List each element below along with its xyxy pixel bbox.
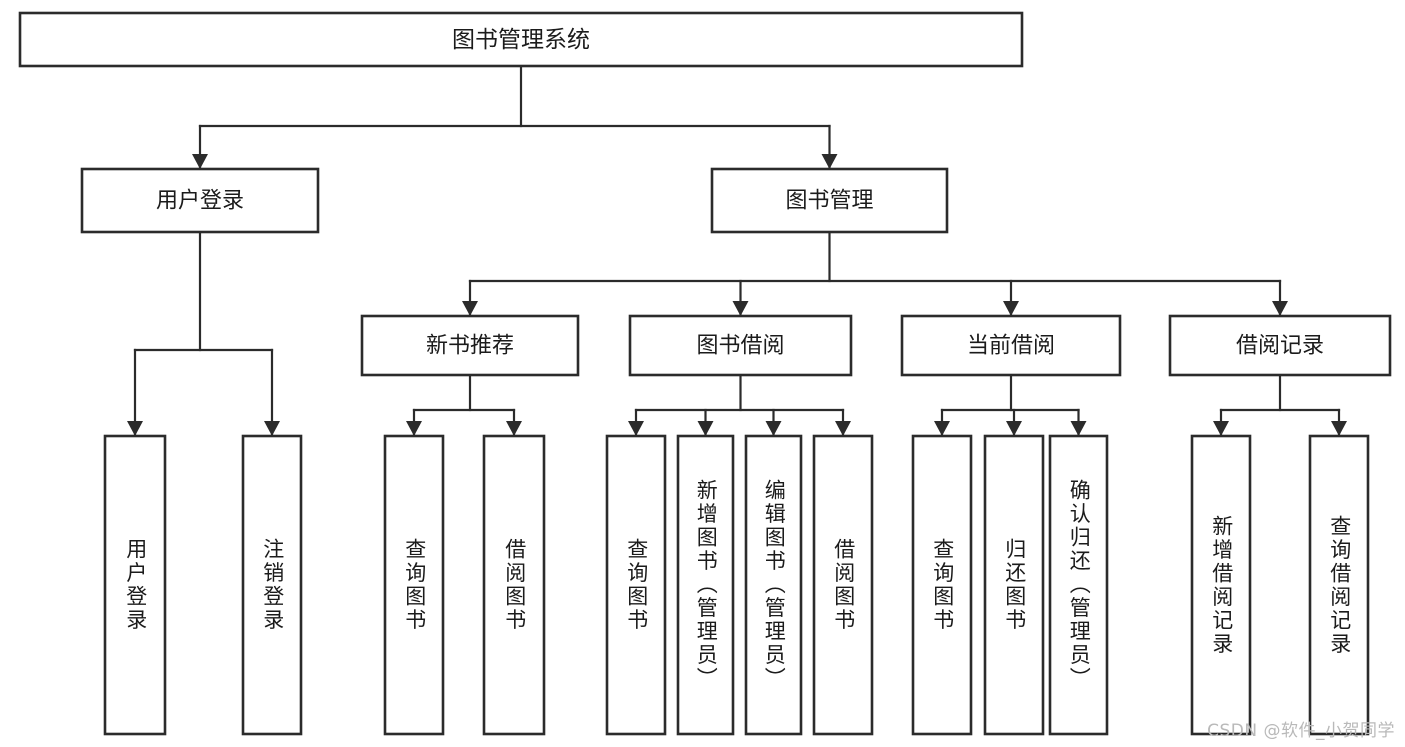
arrow-head <box>628 421 644 436</box>
node-leaf-query-book-bor[interactable] <box>605 434 667 736</box>
node-box-leaf-add-record[interactable] <box>1190 434 1252 736</box>
arrow-head <box>506 421 522 436</box>
node-current-borrow[interactable]: 当前借阅 <box>900 314 1122 377</box>
node-box-user-login[interactable] <box>80 167 320 234</box>
node-box-leaf-query-book-cur[interactable] <box>911 434 973 736</box>
node-leaf-borrow-book-rec[interactable] <box>482 434 546 736</box>
node-box-leaf-return-book[interactable] <box>983 434 1045 736</box>
node-book-manage[interactable]: 图书管理 <box>710 167 949 234</box>
node-leaf-query-record[interactable] <box>1308 434 1370 736</box>
watermark-text: CSDN @软件_小贺同学 <box>1207 721 1395 741</box>
edges-layer <box>127 64 1347 438</box>
node-root[interactable]: 图书管理系统 <box>18 11 1024 68</box>
node-label-new-book-rec: 新书推荐 <box>426 334 514 359</box>
arrow-head <box>821 154 838 169</box>
node-label-user-login: 用户登录 <box>156 189 244 214</box>
node-box-leaf-borrow-book-rec[interactable] <box>482 434 546 736</box>
arrow-head <box>1006 421 1022 436</box>
arrow-head <box>1003 301 1019 316</box>
node-label-current-borrow: 当前借阅 <box>967 334 1055 359</box>
node-book-borrow[interactable]: 图书借阅 <box>628 314 853 377</box>
node-box-leaf-confirm-return[interactable] <box>1048 434 1109 736</box>
node-box-leaf-query-book-rec[interactable] <box>383 434 445 736</box>
edge-group-current-borrow <box>934 373 1087 438</box>
edge-group-borrow-record <box>1213 373 1347 438</box>
node-label-borrow-record: 借阅记录 <box>1236 334 1324 359</box>
edge-group-book-borrow <box>628 373 851 438</box>
arrow-head <box>1331 421 1347 436</box>
node-leaf-edit-book[interactable] <box>744 434 803 736</box>
arrow-head <box>406 421 422 436</box>
node-box-current-borrow[interactable] <box>900 314 1122 377</box>
node-box-leaf-user-login[interactable] <box>103 434 167 736</box>
node-leaf-logout[interactable] <box>241 434 303 736</box>
node-box-leaf-query-record[interactable] <box>1308 434 1370 736</box>
arrow-head <box>765 421 782 436</box>
node-box-leaf-logout[interactable] <box>241 434 303 736</box>
node-new-book-rec[interactable]: 新书推荐 <box>360 314 580 377</box>
node-label-book-manage: 图书管理 <box>785 189 873 214</box>
arrow-head <box>462 301 478 316</box>
node-user-login[interactable]: 用户登录 <box>80 167 320 234</box>
node-box-leaf-add-book[interactable] <box>676 434 735 736</box>
node-box-new-book-rec[interactable] <box>360 314 580 377</box>
arrow-head <box>127 421 143 436</box>
arrow-head <box>732 301 749 316</box>
node-leaf-borrow-book-bor[interactable] <box>812 434 874 736</box>
arrow-head <box>835 421 851 436</box>
arrow-head <box>1070 421 1087 436</box>
node-label-book-borrow: 图书借阅 <box>696 334 784 359</box>
arrow-head <box>192 154 208 169</box>
arrow-head <box>264 421 280 436</box>
arrow-head <box>1213 421 1229 436</box>
node-leaf-query-book-cur[interactable] <box>911 434 973 736</box>
edge-group-new-book-rec <box>406 373 522 438</box>
node-leaf-return-book[interactable] <box>983 434 1045 736</box>
node-leaf-user-login[interactable] <box>103 434 167 736</box>
node-leaf-confirm-return[interactable] <box>1048 434 1109 736</box>
node-box-leaf-query-book-bor[interactable] <box>605 434 667 736</box>
node-leaf-add-record[interactable] <box>1190 434 1252 736</box>
edge-group-user-login <box>127 230 280 438</box>
node-box-book-manage[interactable] <box>710 167 949 234</box>
node-leaf-add-book[interactable] <box>676 434 735 736</box>
edge-group-root <box>192 64 838 171</box>
arrow-head <box>697 421 714 436</box>
edge-group-book-manage <box>462 230 1288 318</box>
node-box-book-borrow[interactable] <box>628 314 853 377</box>
arrow-head <box>1272 301 1288 316</box>
node-box-leaf-edit-book[interactable] <box>744 434 803 736</box>
node-box-leaf-borrow-book-bor[interactable] <box>812 434 874 736</box>
node-label-root: 图书管理系统 <box>452 27 590 53</box>
arrow-head <box>934 421 950 436</box>
node-borrow-record[interactable]: 借阅记录 <box>1168 314 1392 377</box>
node-box-root[interactable] <box>18 11 1024 68</box>
node-leaf-query-book-rec[interactable] <box>383 434 445 736</box>
node-box-borrow-record[interactable] <box>1168 314 1392 377</box>
